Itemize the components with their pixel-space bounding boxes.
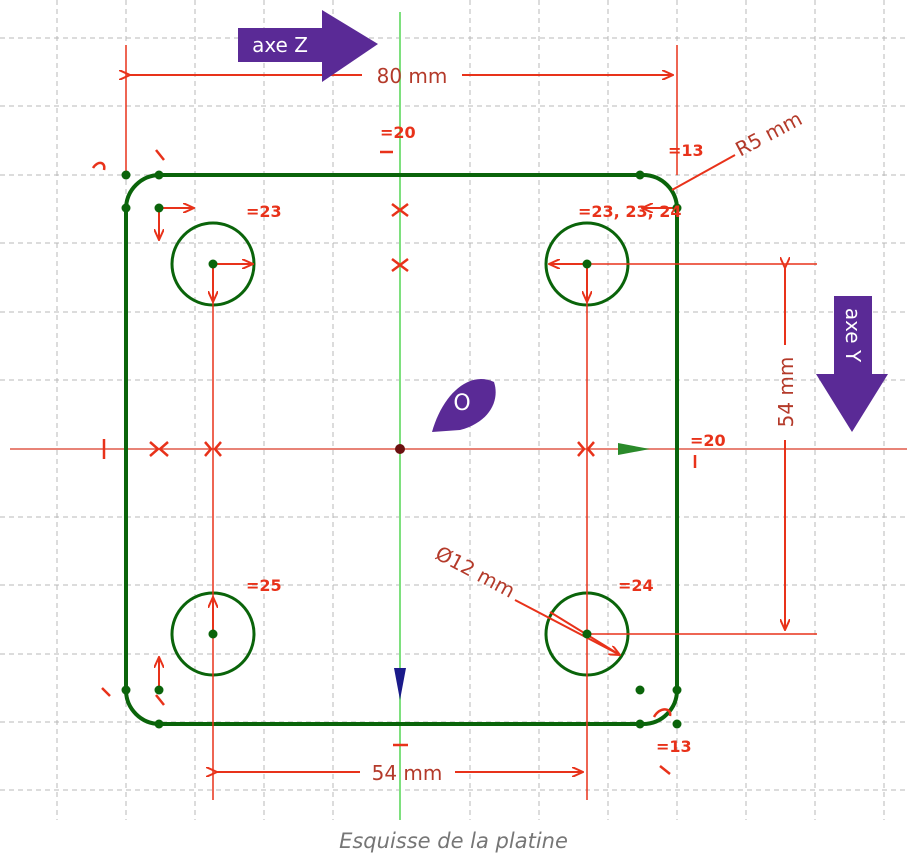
dim-radius-label: R5 mm xyxy=(731,106,806,161)
constraint-bottom-left-hole: =25 xyxy=(246,576,282,595)
constraint-right-center: =20 xyxy=(690,431,726,450)
dim-diameter-leader xyxy=(514,599,620,655)
sketch-points xyxy=(121,170,682,729)
constraint-bottom-right-hole: =24 xyxy=(618,576,654,595)
axis-direction-arrow-down xyxy=(394,668,406,700)
constraint-top-center: =20 xyxy=(380,123,416,142)
dim-hole-spacing-h-label: 54 mm xyxy=(372,761,443,785)
sketch-drawing: 80 mm 54 mm 54 mm R5 mm Ø12 mm =20 =20 =… xyxy=(0,0,907,820)
constraint-symbols xyxy=(91,149,697,775)
callout-axis-y-label: axe Y xyxy=(841,308,865,363)
callout-axis-z-label: axe Z xyxy=(252,33,308,57)
constraint-top-left-hole: =23 xyxy=(246,202,282,221)
origin-point xyxy=(395,444,405,454)
callout-axis-y: axe Y xyxy=(816,296,888,432)
callout-origin-label: O xyxy=(453,391,470,416)
hole-construction-lines xyxy=(125,45,817,800)
axis-direction-arrow-right xyxy=(618,443,650,455)
dim-radius-leader xyxy=(671,154,736,191)
callout-origin: O xyxy=(432,379,496,432)
constraint-bottom-right-corner: =13 xyxy=(656,737,692,756)
dim-width-label: 80 mm xyxy=(377,64,448,88)
plate-outline xyxy=(124,173,679,726)
callout-axis-z: axe Z xyxy=(238,10,378,82)
dim-diameter-label: Ø12 mm xyxy=(431,541,519,603)
constraint-top-right-hole: =23, 23, 24 xyxy=(578,202,682,221)
constraint-top-right-corner: =13 xyxy=(668,141,704,160)
figure-caption: Esquisse de la platine xyxy=(339,829,568,853)
dim-hole-spacing-v-label: 54 mm xyxy=(774,357,798,428)
